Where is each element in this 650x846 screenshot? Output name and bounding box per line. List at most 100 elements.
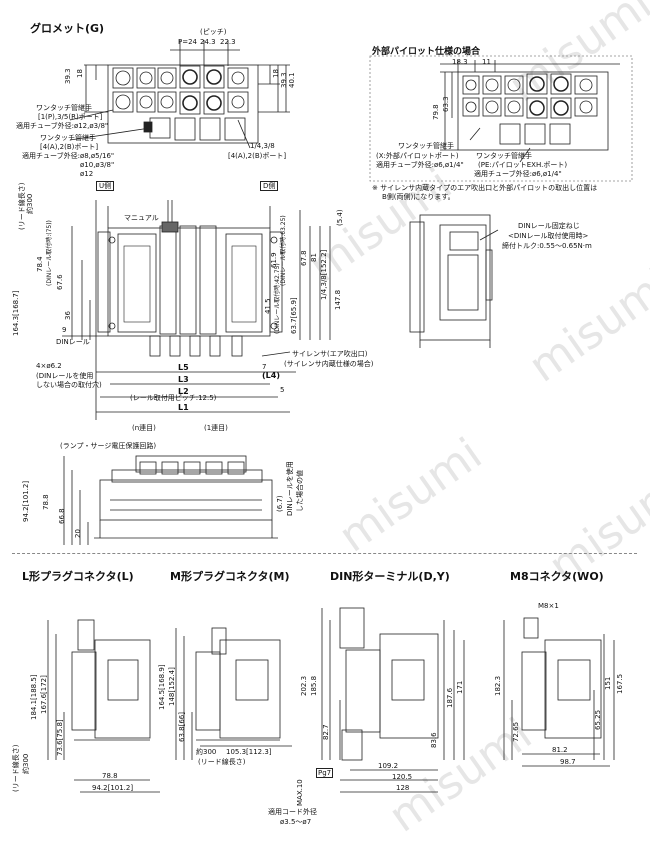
ext-dim-18-3: 18.3 — [452, 58, 468, 66]
din-terminal-view — [321, 607, 465, 793]
din-pg7: Pg7 — [316, 768, 334, 778]
m-lead-label: (リード線長さ) — [198, 758, 246, 766]
dim-7: 7 — [262, 363, 267, 371]
dim-L5: L5 — [178, 363, 189, 372]
dim-94-2: 94.2[101.2] — [22, 480, 30, 522]
grommet-title: グロメット(G) — [30, 22, 105, 35]
din-title: DIN形ターミナル(D,Y) — [330, 570, 450, 583]
m8-thread: M8×1 — [538, 602, 559, 610]
dim-L4: (L4) — [262, 371, 280, 380]
m-dim-148: 148[152.4] — [168, 667, 176, 706]
lead-length-label: (リード線長さ) — [18, 182, 26, 230]
front-view — [62, 200, 331, 420]
m-lead-300: 約300 — [196, 748, 217, 756]
l-lead-label: (リード線長さ) — [12, 744, 20, 792]
pitch-value: P=24 — [178, 38, 197, 46]
m-dim-63-8: 63.8[66] — [178, 712, 186, 742]
dim-41-5: 41.5 — [264, 298, 272, 314]
m8-dim-65-25: 65.25 — [594, 709, 602, 730]
ext-note-c: 適用チューブ外径:ø6,ø1/4" — [376, 161, 464, 169]
din-dim-202-3: 202.3 — [300, 675, 308, 696]
holes-note-a: (DINレールを使用 — [36, 372, 94, 380]
fitting-note-2d: ø10,ø3/8" — [80, 161, 115, 169]
fitting-note-2b: [4(A),2(B)ポート] — [40, 143, 99, 151]
pitch-value-2: 24.3 — [200, 38, 216, 46]
dim-din-75: (DINレール取付時:(75)) — [46, 220, 53, 286]
l-plug-title: L形プラグコネクタ(L) — [22, 570, 134, 583]
din-rail-label: DINレール — [56, 338, 90, 346]
din-dim-109-2: 109.2 — [378, 762, 399, 770]
station-1-label: (1連目) — [204, 424, 228, 432]
m8-title: M8コネクタ(WO) — [510, 570, 604, 583]
l-dim-73-6: 73.6[75.8] — [56, 719, 64, 756]
ext-pilot-title: 外部パイロット仕様の場合 — [372, 47, 481, 57]
l-dim-94-2: 94.2[101.2] — [92, 784, 134, 792]
fitting-note-2c: 適用チューブ外径:ø8,ø5/16" — [22, 152, 115, 160]
dim-66-8: 66.8 — [58, 508, 66, 524]
dim-5-4: (5.4) — [336, 209, 344, 226]
m-dim-105-3: 105.3[112.3] — [226, 748, 272, 756]
ext-note-f: 適用チューブ外径:ø6,ø1/4" — [474, 170, 562, 178]
l-dim-78-8: 78.8 — [102, 772, 118, 780]
port-label: [4(A),2(B)ポート] — [228, 152, 287, 160]
lamp-view — [63, 455, 278, 545]
silencer-label-b: (サイレンサ内蔵仕様の場合) — [284, 360, 374, 368]
dim-164-3: 164.3[168.7] — [12, 290, 20, 336]
dim-18-left: 18 — [76, 69, 84, 78]
ext-pilot-view — [369, 55, 633, 182]
holes-note-b: しない場合の取付穴) — [36, 381, 102, 389]
m8-dim-98-7: 98.7 — [560, 758, 576, 766]
m8-dim-151: 151 — [604, 676, 612, 690]
dim-67-8: 67.8 — [300, 250, 308, 266]
dim-din-42-75: (DINレール取付時:42.75) — [274, 263, 281, 334]
dim-63-7: 63.7[65.9] — [290, 297, 298, 334]
din-dim-83-6: 83.6 — [430, 732, 438, 748]
dim-147-8: 147.8 — [334, 289, 342, 310]
fitting-note-2a: ワンタッチ管継手 — [40, 134, 96, 142]
u-side-label: U側 — [96, 181, 115, 191]
station-n-label: (n連目) — [132, 424, 156, 432]
lead-300: 約300 — [26, 193, 34, 214]
m-plug-title: M形プラグコネクタ(M) — [170, 570, 290, 583]
m-dim-164-5: 164.5[168.9] — [158, 664, 166, 710]
din-screw-label-c: 締付トルク:0.55〜0.65N·m — [502, 242, 592, 250]
din-dim-185-8: 185.8 — [310, 675, 318, 696]
ext-note-d: ワンタッチ管継手 — [476, 152, 532, 160]
dim-36: 36 — [64, 311, 72, 320]
l-lead-300: 約300 — [22, 753, 30, 774]
dim-1-4-152-2: 1/4,3/8[152.2] — [320, 249, 328, 300]
ext-dim-63-3: 63.3 — [442, 96, 450, 112]
pitch-label: (ピッチ) — [200, 28, 227, 36]
dim-78-8: 78.8 — [42, 494, 50, 510]
din-screw-label-b: <DINレール取付使用時> — [508, 232, 589, 240]
ext-dim-79-8: 79.8 — [432, 104, 440, 120]
dim-81: 81 — [310, 253, 318, 262]
dim-9: 9 — [62, 326, 67, 334]
fitting-note-1b: [1(P),3/5(R)ポート] — [38, 113, 103, 121]
m8-dim-167-5: 167.5 — [616, 673, 624, 694]
section-divider — [12, 553, 637, 554]
ext-note-a: ワンタッチ管継手 — [398, 142, 454, 150]
m8-dim-72-65: 72.65 — [512, 721, 520, 742]
rail-pitch-label: (レール取付用ピッチ:12.5) — [130, 394, 217, 402]
fitting-note-1c: 適用チューブ外径:ø12,ø3/8" — [16, 122, 109, 130]
din-note-b: した場合の値 — [296, 470, 304, 512]
holes-label: 4×ø6.2 — [36, 362, 62, 370]
dim-L3: L3 — [178, 375, 189, 384]
dim-40-1: 40.1 — [288, 72, 296, 88]
dim-20: 20 — [74, 529, 82, 538]
dim-L2: L2 — [178, 387, 189, 396]
m8-dim-81-2: 81.2 — [552, 746, 568, 754]
grommet-top-view — [69, 40, 290, 149]
ext-note-e: (PE:パイロットEXH.ポート) — [478, 161, 568, 169]
din-cord-b: ø3.5〜ø7 — [280, 818, 312, 826]
dim-39-3-right: 39.3 — [280, 72, 288, 88]
dim-67-6: 67.6 — [56, 274, 64, 290]
din-screw-label-a: DINレール固定ねじ — [518, 222, 580, 230]
din-dim-120-5: 120.5 — [392, 773, 413, 781]
m8-dim-182-3: 182.3 — [494, 675, 502, 696]
manual-label: マニュアル — [124, 214, 159, 222]
din-dim-187-6: 187.6 — [446, 687, 454, 708]
l-plug-view — [47, 619, 160, 793]
